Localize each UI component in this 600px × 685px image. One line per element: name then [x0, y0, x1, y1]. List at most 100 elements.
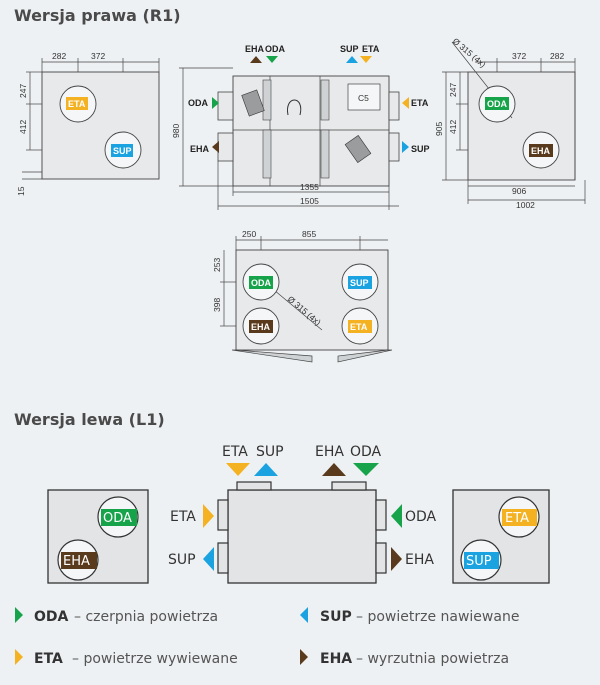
r1v2-top-eta: ETA — [362, 44, 380, 54]
r1-view2: C5 EHA ODA SUP ETA ODA EHA ETA SUP 980 1… — [171, 44, 430, 210]
l1-main-unit: ETA SUP EHA ODA ETA SUP ODA EHA — [168, 444, 437, 584]
r1v3-badge-eha-text: EHA — [531, 146, 551, 156]
legend-desc-eta: – powietrze wywiewane — [72, 651, 238, 667]
r1v3-dim-left-1: 247 — [448, 83, 458, 97]
r1v3-badge-oda-text: ODA — [487, 99, 508, 109]
r1v3-badge-oda — [485, 97, 509, 110]
l1-right-badge-sup-text: SUP — [466, 554, 492, 569]
r1v1-dim-bottom: 15 — [16, 186, 26, 196]
r1v2-arrow-eha-left — [212, 141, 219, 153]
r1v3-dim-top-1: 372 — [512, 51, 526, 61]
r1v2-c5-label: C5 — [358, 93, 369, 103]
l1-arrow-oda-down — [353, 463, 379, 476]
r1v1-dim-top-1: 282 — [52, 51, 66, 61]
r1v2-top-eha: EHA — [245, 44, 265, 54]
r1v1-dim-top-2: 372 — [91, 51, 105, 61]
l1-right-badge-eta-text: ETA — [505, 511, 529, 526]
r1v1-badge-eta — [66, 97, 88, 110]
r1v4-badge-eha — [249, 320, 273, 333]
l1-left-badge-eha-text: EHA — [63, 554, 90, 569]
header-right-version: Wersja prawa (R1) — [14, 6, 181, 25]
l1-top-oda: ODA — [350, 444, 382, 460]
r1v2-side-oda: ODA — [188, 98, 209, 108]
r1v4-badge-oda-text: ODA — [251, 278, 272, 288]
r1v3-dim-bottom-2: 1002 — [516, 200, 535, 210]
r1v2-side-eha: EHA — [190, 144, 210, 154]
legend-code-oda: ODA — [34, 609, 69, 625]
l1-right-box: ETA SUP — [452, 489, 550, 584]
r1-view3: 372 282 Ø 315 (4x) 247 412 905 906 1002 … — [434, 36, 586, 210]
l1-arrow-sup-up — [254, 463, 278, 476]
r1v2-arrow-oda-right — [212, 97, 219, 109]
l1-arrow-eta-right — [203, 504, 214, 528]
legend-desc-oda: – czerpnia powietrza — [74, 609, 218, 625]
r1v2-dim-bottom-1: 1355 — [300, 182, 319, 192]
l1-left-box: ODA EHA — [47, 489, 149, 584]
l1-arrow-oda-left — [391, 504, 402, 528]
r1v1-badge-sup-text: SUP — [113, 146, 132, 156]
r1v3-dim-top-2: 282 — [550, 51, 564, 61]
r1v2-arrow-oda-down — [266, 56, 278, 63]
r1v1-badge-sup — [111, 144, 133, 157]
r1v2-arrow-eta-down — [360, 56, 372, 63]
l1-side-eta: ETA — [170, 509, 196, 525]
l1-side-eha: EHA — [405, 552, 434, 568]
r1v2-arrow-eta-left — [402, 97, 409, 109]
r1v2-arrow-eha-up — [250, 56, 262, 63]
l1-top-eha: EHA — [315, 444, 344, 460]
legend: ODA – czerpnia powietrza SUP – powietrze… — [15, 607, 519, 667]
l1-left-badge-oda-text: ODA — [103, 511, 132, 526]
l1-arrow-eha-up — [322, 463, 346, 476]
r1v3-dim-left-2: 412 — [448, 120, 458, 134]
r1-view1: 282 372 247 412 15 ETA SUP — [16, 51, 160, 196]
r1v3-badge-eha — [529, 144, 553, 157]
r1v2-dim-bottom-2: 1505 — [300, 196, 319, 206]
r1v4-badge-eha-text: EHA — [251, 322, 271, 332]
r1v4-badge-sup — [348, 276, 372, 289]
legend-arrow-oda — [15, 607, 23, 623]
legend-desc-sup: – powietrze nawiewane — [356, 609, 519, 625]
header-left-version: Wersja lewa (L1) — [14, 410, 165, 429]
r1v4-dim-left-1: 253 — [212, 258, 222, 272]
l1-arrow-sup-left — [203, 547, 214, 571]
r1v2-arrow-sup-right — [402, 141, 409, 153]
l1-right-badge-eta — [502, 509, 537, 526]
r1v1-dim-left-2: 412 — [18, 120, 28, 134]
r1v2-top-oda: ODA — [265, 44, 286, 54]
legend-arrow-sup — [300, 607, 308, 623]
r1v4-badge-sup-text: SUP — [350, 278, 369, 288]
r1v4-dim-left-2: 398 — [212, 298, 222, 312]
r1-view4: 250 855 253 398 Ø 315 (4x) ODA SUP EHA E… — [212, 229, 393, 363]
r1v3-dim-bottom-1: 906 — [512, 186, 526, 196]
r1v4-dim-top-1: 250 — [242, 229, 256, 239]
r1v4-dim-top-2: 855 — [302, 229, 316, 239]
l1-top-eta: ETA — [222, 444, 248, 460]
legend-code-sup: SUP — [320, 609, 352, 625]
r1v2-top-sup: SUP — [340, 44, 359, 54]
l1-arrow-eha-right — [391, 547, 402, 571]
r1v2-c5-box — [347, 83, 381, 111]
l1-side-oda: ODA — [405, 509, 437, 525]
l1-left-badge-eha — [61, 552, 97, 569]
r1v2-side-sup: SUP — [411, 144, 430, 154]
r1v4-badge-eta-text: ETA — [350, 322, 368, 332]
l1-arrow-eta-down — [226, 463, 250, 476]
r1v3-dim-height: 905 — [434, 122, 444, 136]
r1v2-dim-height: 980 — [171, 124, 181, 138]
legend-code-eha: EHA — [320, 651, 352, 667]
l1-right-badge-sup — [464, 552, 499, 569]
r1v4-badge-oda — [249, 276, 273, 289]
r1v2-side-eta: ETA — [411, 98, 429, 108]
r1v1-badge-eta-text: ETA — [68, 99, 86, 109]
l1-left-badge-oda — [101, 509, 137, 526]
legend-code-eta: ETA — [34, 651, 63, 667]
l1-top-sup: SUP — [256, 444, 284, 460]
legend-arrow-eha — [300, 649, 308, 665]
l1-side-sup: SUP — [168, 552, 196, 568]
r1v4-badge-eta — [348, 320, 372, 333]
r1v2-arrow-sup-up — [346, 56, 358, 63]
r1v1-dim-left-1: 247 — [18, 84, 28, 98]
legend-desc-eha: – wyrzutnia powietrza — [356, 651, 509, 667]
legend-arrow-eta — [15, 649, 23, 665]
